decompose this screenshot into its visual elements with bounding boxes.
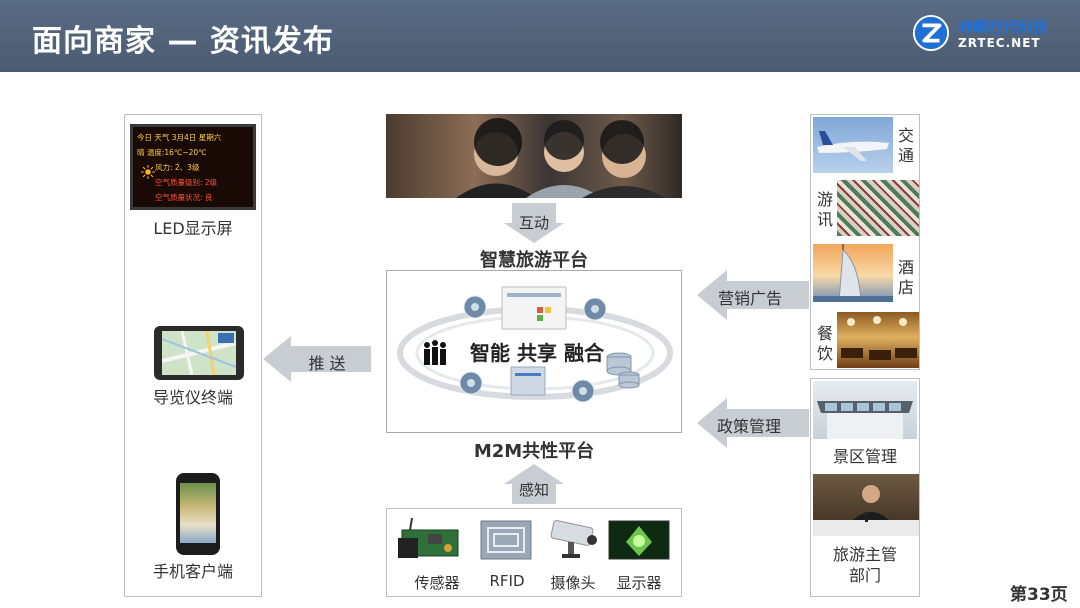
tourism-authority-text: 旅游主管部门 <box>832 545 897 585</box>
device-label-rfid: RFID <box>489 572 525 590</box>
push-arrow-label: 推 送 <box>308 354 346 373</box>
sensor-board-icon <box>398 517 459 558</box>
navigator-caption: 导览仪终端 <box>152 388 233 407</box>
hotel-tower-icon <box>813 244 893 302</box>
marketing-arrow-icon <box>697 270 809 320</box>
people-photo <box>386 114 682 198</box>
page-number: 第33页 <box>1010 585 1068 605</box>
transport-label: 交通 <box>897 126 914 165</box>
display-monitor-icon <box>608 520 670 560</box>
led-line-5: 空气质量状况: 良 <box>155 193 213 202</box>
led-line-1: 今日 天气 3月4日 星期六 <box>137 133 222 142</box>
page-title: 面向商家 — 资讯发布 <box>32 24 334 59</box>
led-screen-image: 今日 天气 3月4日 星期六 晴 温度:16℃~20℃ 风力: 2、3级 空气质… <box>130 124 256 210</box>
tourism-authority-caption: 旅游主管部门 <box>810 544 920 586</box>
sense-arrow-label: 感知 <box>518 481 549 499</box>
header-bar: 面向商家 — 资讯发布 峥嵘时代科技 ZRTEC.NET <box>0 0 1080 72</box>
hotel-photo <box>813 244 893 302</box>
policy-arrow-label: 政策管理 <box>716 417 781 436</box>
scenic-management-caption: 景区管理 <box>832 447 897 466</box>
control-tower-photo <box>813 381 917 439</box>
device-label-sensor: 传感器 <box>414 574 460 592</box>
restaurant-photo <box>837 312 919 368</box>
dining-label: 餐饮 <box>816 324 833 363</box>
platform-orbit-diagram <box>397 286 673 403</box>
phone-image <box>176 473 220 555</box>
device-label-display: 显示器 <box>616 574 662 592</box>
sense-arrow-icon <box>504 464 564 504</box>
interaction-arrow-label: 互动 <box>518 214 549 232</box>
people-silhouettes-icon <box>456 118 666 198</box>
camera-icon <box>550 520 597 558</box>
hotel-label: 酒店 <box>897 258 914 297</box>
navigator-device-image <box>154 326 244 380</box>
m2m-platform-title: M2M共性平台 <box>473 441 595 462</box>
rfid-tag-icon <box>480 520 532 560</box>
airplane-icon <box>817 131 889 161</box>
crowd-photo <box>837 180 919 236</box>
logo-name-cn: 峥嵘时代科技 <box>958 18 1049 36</box>
device-label-camera: 摄像头 <box>550 574 596 592</box>
led-caption: LED显示屏 <box>153 219 233 238</box>
platform-slogan: 智能 共享 融合 <box>470 341 604 365</box>
platform-diagram-box: 智能 共享 融合 <box>386 270 682 433</box>
smart-tourism-platform-title: 智慧旅游平台 <box>480 250 588 271</box>
led-line-3: 风力: 2、3级 <box>155 163 200 172</box>
interaction-arrow-icon <box>504 203 564 243</box>
sun-icon <box>141 165 155 179</box>
control-tower-icon <box>817 395 913 439</box>
dining-tables-icon <box>841 316 917 360</box>
speaker-icon <box>813 485 919 536</box>
news-label: 游讯 <box>816 190 833 229</box>
led-line-2: 晴 温度:16℃~20℃ <box>137 148 207 157</box>
airplane-photo <box>813 117 893 173</box>
map-screen-icon <box>162 331 236 375</box>
marketing-arrow-label: 营销广告 <box>717 289 782 308</box>
official-meeting-photo <box>813 474 919 536</box>
policy-arrow-icon <box>697 398 809 448</box>
logo-z-icon <box>912 14 950 52</box>
led-line-4: 空气质量级别: 2级 <box>155 178 218 187</box>
phone-caption: 手机客户端 <box>152 562 233 581</box>
logo-name-en: ZRTEC.NET <box>958 36 1041 50</box>
company-logo: 峥嵘时代科技 ZRTEC.NET <box>910 12 1070 58</box>
push-arrow-icon <box>263 336 371 382</box>
